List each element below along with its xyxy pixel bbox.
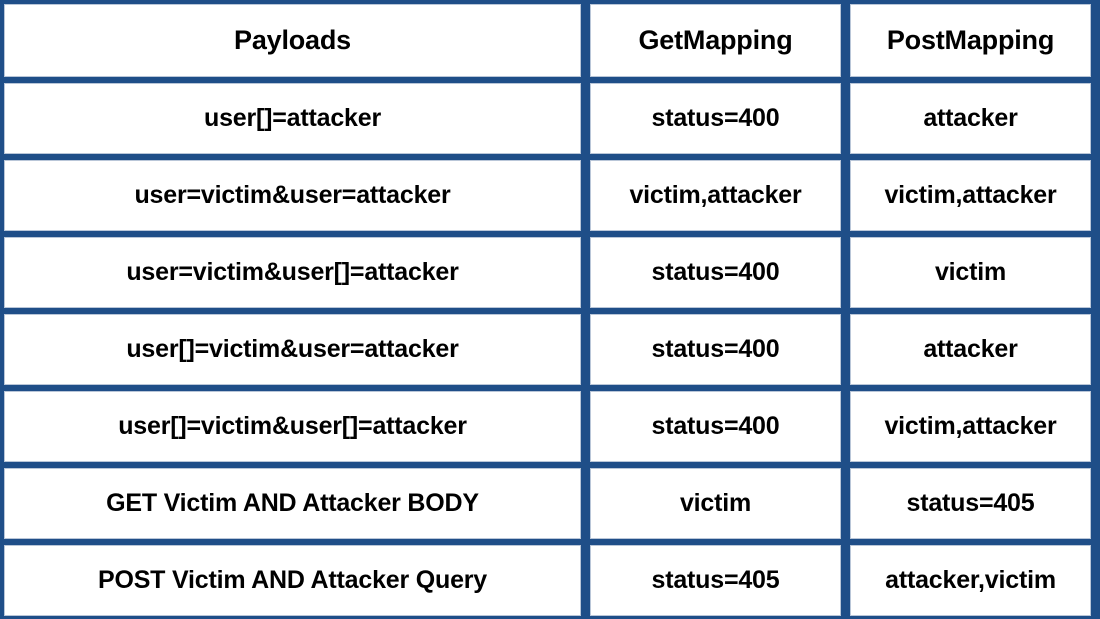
table-row: user[]=victim&user=attacker status=400 a… bbox=[4, 314, 1096, 385]
table-row: user=victim&user=attacker victim,attacke… bbox=[4, 160, 1096, 231]
cell-payload: user=victim&user=attacker bbox=[4, 160, 581, 231]
cell-postmapping: victim bbox=[850, 237, 1091, 308]
cell-getmapping: victim bbox=[590, 468, 841, 539]
column-header-payloads: Payloads bbox=[4, 4, 581, 77]
cell-payload: POST Victim AND Attacker Query bbox=[4, 545, 581, 616]
cell-postmapping: attacker bbox=[850, 83, 1091, 154]
cell-getmapping: status=405 bbox=[590, 545, 841, 616]
cell-getmapping: status=400 bbox=[590, 391, 841, 462]
cell-payload: user[]=victim&user=attacker bbox=[4, 314, 581, 385]
cell-postmapping: victim,attacker bbox=[850, 391, 1091, 462]
table-row: GET Victim AND Attacker BODY victim stat… bbox=[4, 468, 1096, 539]
cell-getmapping: victim,attacker bbox=[590, 160, 841, 231]
table-row: user=victim&user[]=attacker status=400 v… bbox=[4, 237, 1096, 308]
table-header-row: Payloads GetMapping PostMapping bbox=[4, 4, 1096, 77]
column-header-postmapping: PostMapping bbox=[850, 4, 1091, 77]
column-header-getmapping: GetMapping bbox=[590, 4, 841, 77]
cell-postmapping: attacker bbox=[850, 314, 1091, 385]
cell-payload: user[]=attacker bbox=[4, 83, 581, 154]
cell-postmapping: attacker,victim bbox=[850, 545, 1091, 616]
table-row: POST Victim AND Attacker Query status=40… bbox=[4, 545, 1096, 616]
cell-payload: GET Victim AND Attacker BODY bbox=[4, 468, 581, 539]
table-row: user[]=victim&user[]=attacker status=400… bbox=[4, 391, 1096, 462]
cell-payload: user=victim&user[]=attacker bbox=[4, 237, 581, 308]
cell-getmapping: status=400 bbox=[590, 83, 841, 154]
cell-getmapping: status=400 bbox=[590, 237, 841, 308]
cell-getmapping: status=400 bbox=[590, 314, 841, 385]
cell-postmapping: victim,attacker bbox=[850, 160, 1091, 231]
cell-payload: user[]=victim&user[]=attacker bbox=[4, 391, 581, 462]
cell-postmapping: status=405 bbox=[850, 468, 1091, 539]
table-row: user[]=attacker status=400 attacker bbox=[4, 83, 1096, 154]
